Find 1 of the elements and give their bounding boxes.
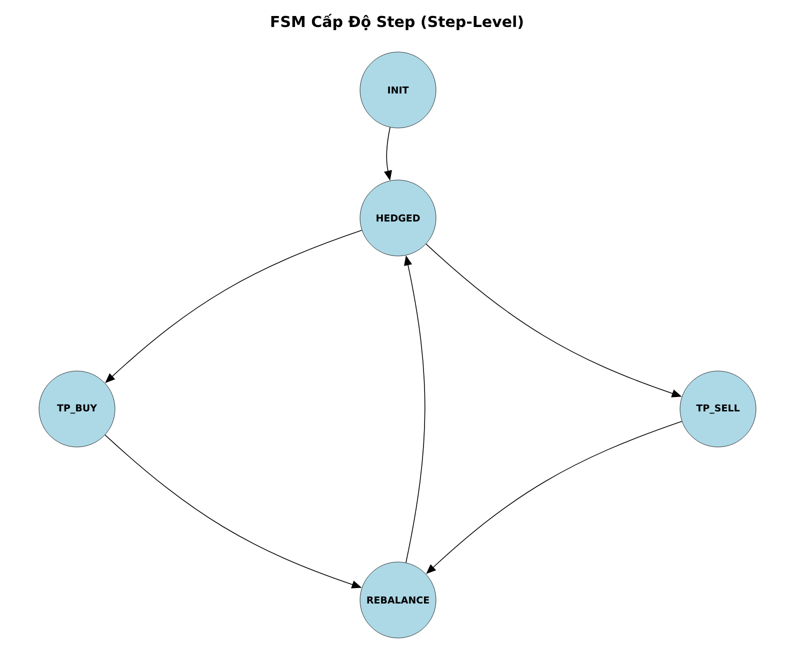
title: FSM Cấp Độ Step (Step-Level)	[271, 14, 523, 30]
